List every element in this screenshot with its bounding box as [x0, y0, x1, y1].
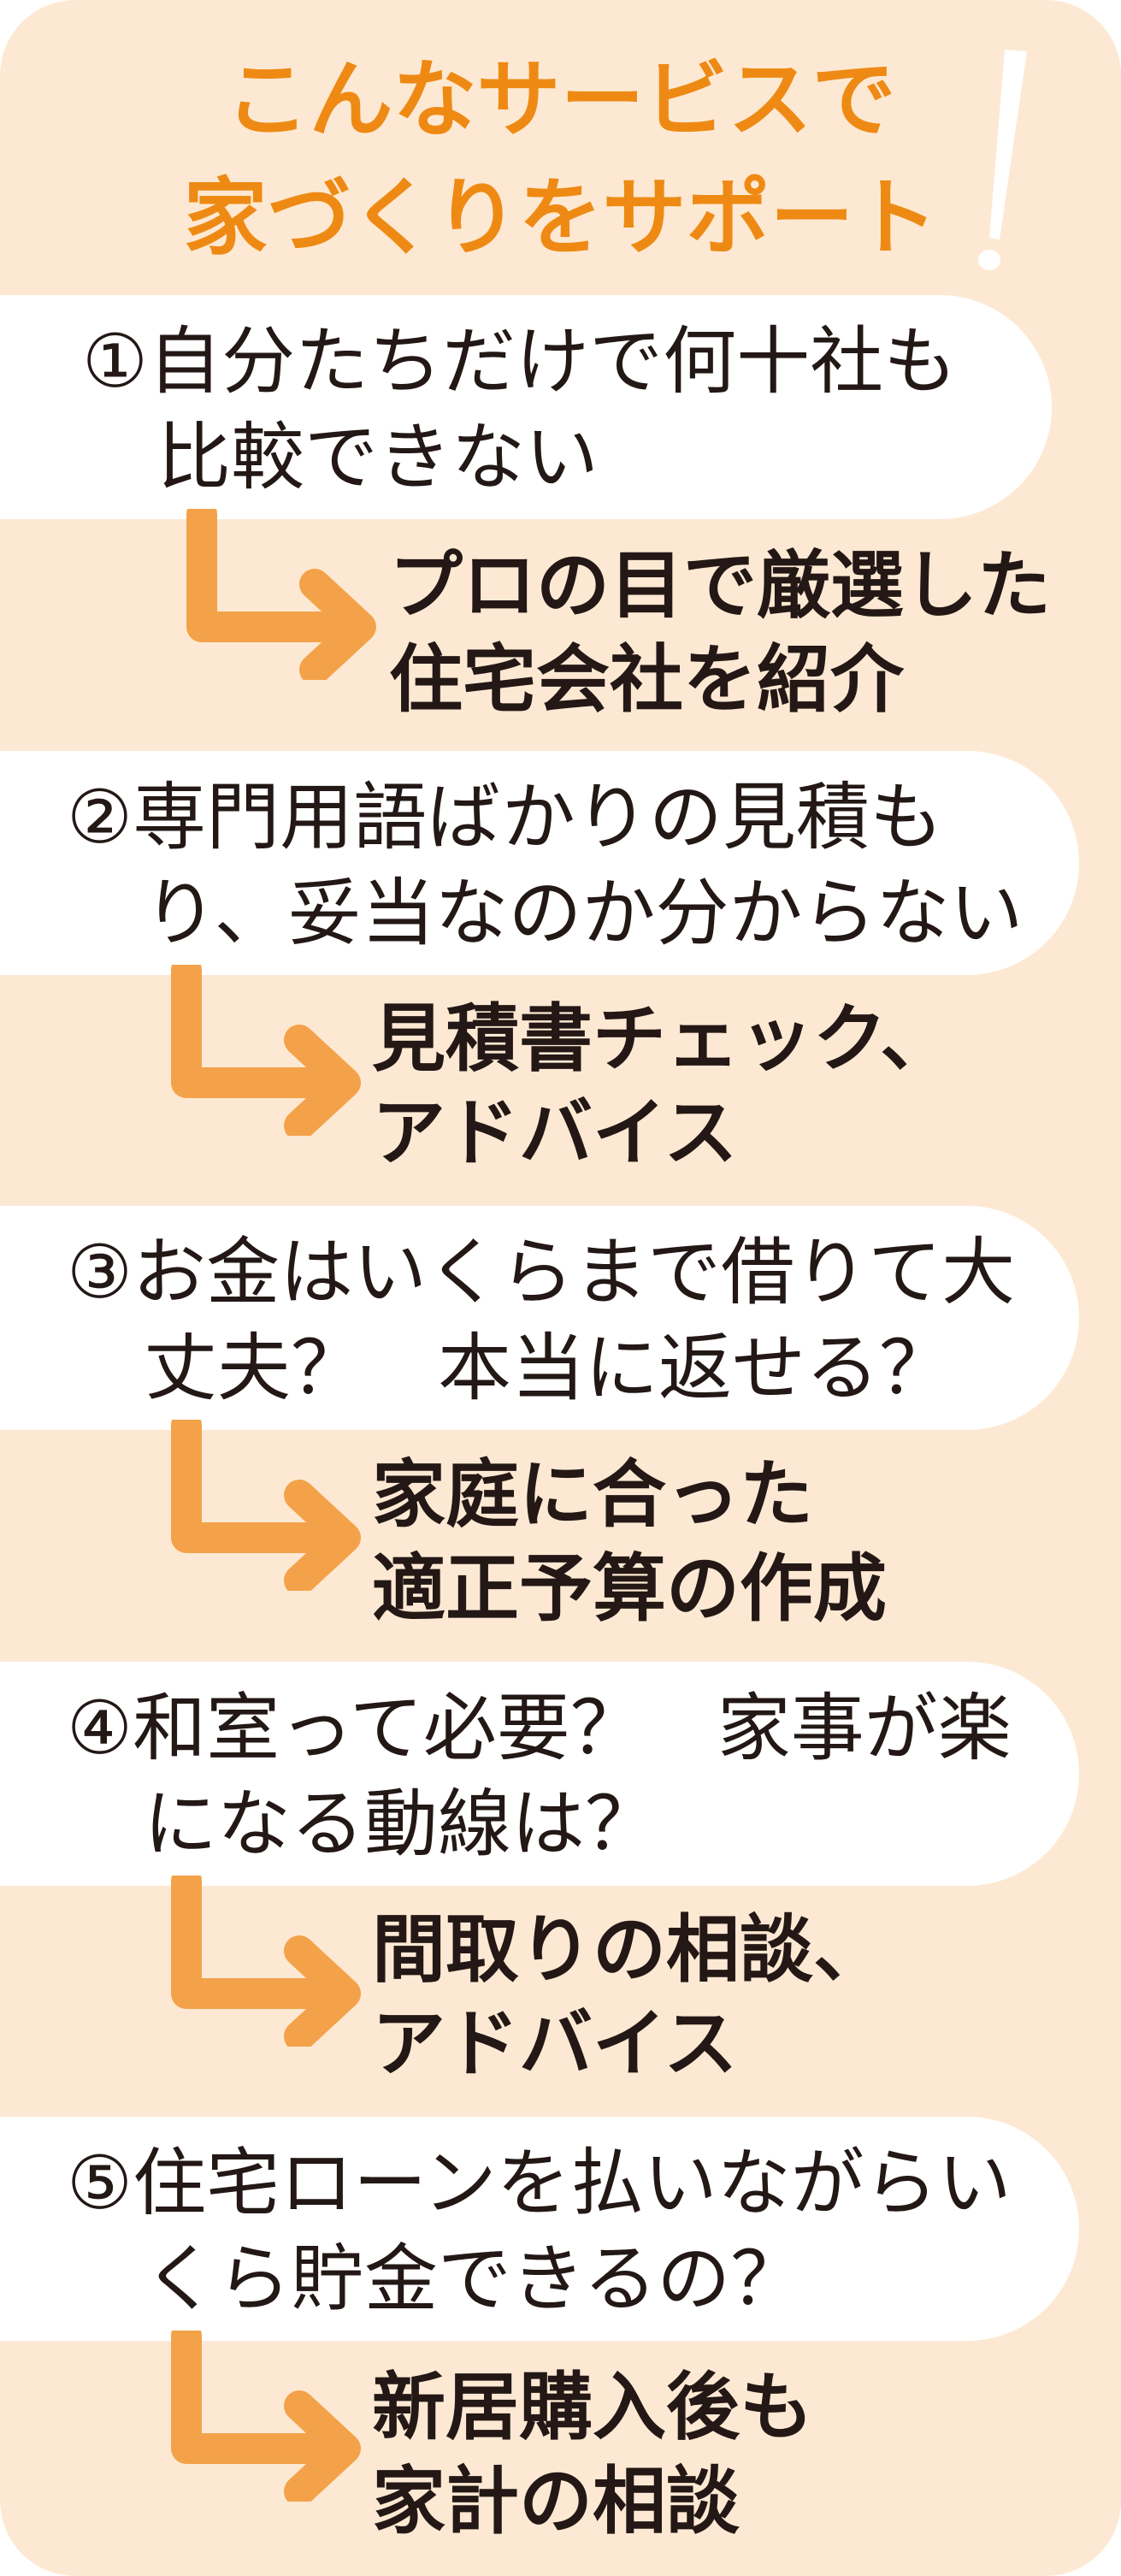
concern-1: ①自分たちだけで何十社も 比較できない	[0, 295, 1052, 519]
service-2: 見積書チェック、 アドバイス	[372, 992, 953, 1180]
headline-line-1: こんなサービスで	[225, 51, 896, 149]
service-5-line-2: 家計の相談	[372, 2459, 740, 2544]
concern-5: ⑤住宅ローンを払いながらい くら貯金できるの？	[0, 2117, 1079, 2341]
service-2-line-2: アドバイス	[372, 1090, 738, 1176]
concern-3: ③お金はいくらまで借りて大 丈夫？ 本当に返せる？	[0, 1206, 1079, 1430]
service-2-line-1: 見積書チェック、	[372, 996, 954, 1082]
concern-2-line-2: り、妥当なのか分からない	[144, 871, 1024, 956]
arrow-icon	[171, 1876, 361, 2047]
service-1-line-2: 住宅会社を紹介	[389, 637, 904, 723]
service-4: 間取りの相談、 アドバイス	[372, 1903, 887, 2091]
concern-3-line-1: ③お金はいくらまで借りて大	[67, 1230, 1016, 1315]
concern-4-line-2: になる動線は？	[144, 1781, 658, 1867]
concern-4-line-1: ④和室って必要？ 家事が楽	[67, 1686, 1012, 1771]
service-3-line-2: 適正予算の作成	[372, 1546, 887, 1632]
headline: こんなサービスで 家づくりをサポート	[0, 41, 1121, 277]
concern-2: ②専門用語ばかりの見積も り、妥当なのか分からない	[0, 751, 1079, 975]
service-4-line-1: 間取りの相談、	[372, 1907, 887, 1993]
service-1-line-1: プロの目で厳選した	[389, 543, 1051, 629]
service-5-line-1: 新居購入後も	[372, 2365, 813, 2450]
service-3-line-1: 家庭に合った	[372, 1452, 813, 1538]
concern-5-line-1: ⑤住宅ローンを払いながらい	[67, 2141, 1012, 2226]
concern-1-line-2: 比較できない	[157, 415, 599, 500]
concern-4: ④和室って必要？ 家事が楽 になる動線は？	[0, 1662, 1079, 1886]
exclamation-mark-icon	[978, 50, 1027, 270]
service-1: プロの目で厳選した 住宅会社を紹介	[389, 539, 1051, 727]
service-4-line-2: アドバイス	[372, 2001, 738, 2087]
arrow-icon	[171, 1420, 361, 1591]
service-3: 家庭に合った 適正予算の作成	[372, 1448, 887, 1636]
arrow-icon	[186, 509, 376, 680]
arrow-icon	[171, 2331, 361, 2502]
headline-line-2: 家づくりをサポート	[183, 169, 938, 267]
service-5: 新居購入後も 家計の相談	[372, 2360, 813, 2549]
concern-2-line-1: ②専門用語ばかりの見積も	[67, 775, 943, 860]
concern-1-line-1: ①自分たちだけで何十社も	[82, 319, 958, 405]
arrow-icon	[171, 965, 361, 1136]
concern-5-line-2: くら貯金できるの？	[144, 2236, 805, 2322]
concern-3-line-2: 丈夫？ 本当に返せる？	[144, 1326, 953, 1411]
